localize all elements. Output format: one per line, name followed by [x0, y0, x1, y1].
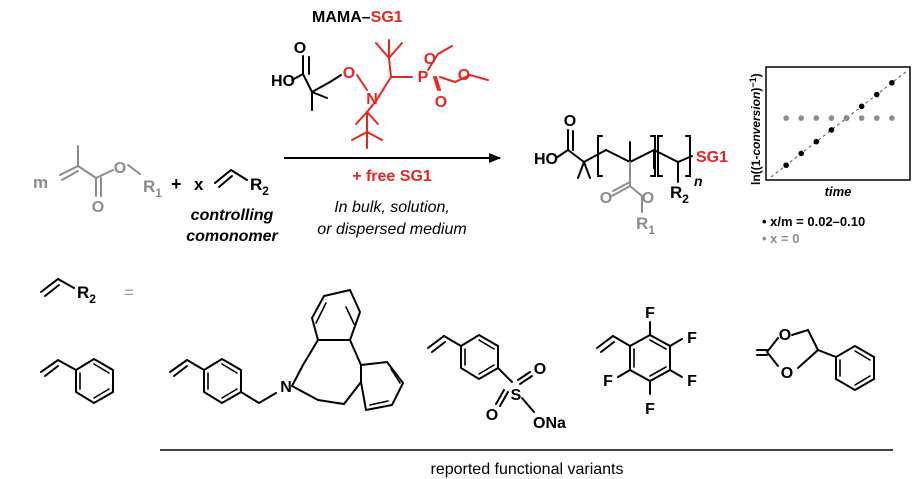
- sulfonate-s: S: [511, 387, 522, 404]
- atom-n: N: [366, 91, 378, 108]
- vinyl-r2: R: [77, 283, 89, 302]
- product-sg1: SG1: [696, 149, 728, 166]
- controlling-comonomer: x R2 controlling comonomer: [186, 168, 279, 245]
- free-sg1-label: + free SG1: [352, 168, 432, 185]
- chart-legend-1: • x/m = 0.02–0.10: [762, 214, 865, 229]
- svg-text:R1: R1: [636, 214, 655, 237]
- sulfonate-ona: ONa: [533, 415, 566, 432]
- chart-point-s0-6: [873, 91, 880, 98]
- chart-point-s1-7: [889, 115, 895, 121]
- vinyl-r2-header: R2 =: [40, 277, 134, 306]
- atom-ho: HO: [271, 73, 295, 90]
- atom-o-ester: O: [114, 160, 126, 177]
- chart-point-s0-5: [858, 103, 865, 110]
- atom-o-carbonyl: O: [92, 199, 104, 216]
- chart-point-s0-3: [828, 127, 835, 133]
- product-r2: R: [670, 183, 682, 202]
- chart-point-s1-4: [843, 115, 850, 121]
- fluorine-3: F: [687, 373, 697, 390]
- plus-sign: +: [171, 174, 182, 194]
- chart-ylabel-pre: ln((1-: [749, 156, 763, 185]
- svg-text:R1: R1: [143, 177, 162, 200]
- chart-point-s0-2: [813, 138, 820, 145]
- product-atom-o: O: [564, 113, 576, 130]
- methylene-dioxolane-structure: [756, 328, 875, 392]
- conditions-line-2: or dispersed medium: [317, 221, 466, 238]
- kinetics-chart: ln((1-conversion)−1) time • x/m = 0.02–0…: [748, 66, 911, 246]
- equals-sign: =: [124, 283, 134, 302]
- atom-o-ester1: O: [424, 51, 436, 68]
- chart-ylabel-italic: conversion: [749, 92, 763, 156]
- sodium-styrenesulfonate-structure: [427, 333, 535, 413]
- chart-points: [783, 79, 895, 169]
- product-atom-o-ester: O: [642, 190, 654, 207]
- chart-point-s1-3: [828, 115, 835, 121]
- product-copolymer: O HO O O R1 R2 n SG1: [534, 113, 728, 237]
- carbazole-n: N: [280, 379, 292, 396]
- atom-o-nitroxide: O: [343, 65, 355, 82]
- chart-point-s1-2: [813, 115, 820, 121]
- svg-text:MAMA–SG1: MAMA–SG1: [312, 9, 403, 26]
- dioxolane-o1: O: [779, 327, 791, 344]
- chart-ylabel-sup: −1: [748, 77, 758, 87]
- product-atom-o-carbonyl: O: [600, 190, 612, 207]
- atom-o-ester2: O: [458, 67, 470, 84]
- product-r1: R: [636, 214, 648, 233]
- controlling-label-1: controlling: [191, 207, 274, 224]
- chart-point-s1-1: [798, 115, 805, 121]
- product-ho: HO: [534, 151, 558, 168]
- controlling-label-2: comonomer: [186, 228, 278, 245]
- coeff-m: m: [33, 173, 48, 192]
- mama-sg1-atoms: O HO O N P O O O: [271, 40, 470, 111]
- fluorine-5: F: [603, 373, 613, 390]
- mama-sg1-structure: [291, 39, 489, 149]
- conditions-line-1: In bulk, solution,: [334, 199, 450, 216]
- fluorine-2: F: [687, 330, 697, 347]
- r1-label: R: [143, 177, 155, 196]
- chart-legend-2: • x = 0: [762, 231, 799, 246]
- chart-xlabel: time: [825, 184, 852, 199]
- r2-label: R: [250, 175, 262, 194]
- atom-p: P: [418, 69, 429, 86]
- pentafluorostyrene-structure: [596, 321, 683, 395]
- r1-subscript: 1: [155, 186, 162, 200]
- fluorine-4: F: [645, 401, 655, 418]
- chart-ylabel-close: ): [749, 73, 763, 77]
- initiator-prefix: MAMA–: [312, 9, 371, 26]
- initiator-label: MAMA–SG1: [312, 9, 403, 26]
- fluorine-1: F: [645, 305, 655, 322]
- chart-point-s0-1: [798, 150, 805, 157]
- chart-point-s0-7: [889, 79, 895, 86]
- chart-point-s1-0: [783, 115, 789, 121]
- vinylbenzyl-carbazole-structure: [169, 288, 405, 412]
- chart-point-s0-0: [783, 162, 789, 169]
- vinyl-r2-sub: 2: [89, 292, 96, 306]
- atom-o: O: [294, 40, 306, 57]
- dioxolane-o2: O: [781, 365, 793, 382]
- chart-frame: [765, 66, 911, 181]
- chart-fit-line: [770, 70, 908, 178]
- svg-text:R2: R2: [250, 175, 269, 198]
- chart-ylabel-post: ): [749, 88, 763, 92]
- variants-caption: reported functional variants: [431, 461, 624, 478]
- coeff-x: x: [194, 175, 204, 194]
- sulfonate-o2: O: [486, 407, 498, 424]
- r2-subscript: 2: [262, 184, 269, 198]
- methacrylate-monomer: m O O R1: [33, 145, 162, 216]
- svg-text:R2: R2: [77, 283, 96, 306]
- initiator-sg1: SG1: [371, 9, 403, 26]
- product-r2-sub: 2: [682, 192, 689, 206]
- chart-ylabel: ln((1-conversion)−1): [748, 73, 763, 185]
- chart-point-s1-6: [873, 115, 880, 121]
- chart-point-s1-5: [858, 115, 865, 121]
- svg-text:R2: R2: [670, 183, 689, 206]
- product-r1-sub: 1: [648, 223, 655, 237]
- atom-o-phosphoryl: O: [435, 94, 447, 111]
- styrene-structure: [40, 357, 114, 405]
- product-n: n: [694, 173, 703, 189]
- sulfonate-o1: O: [534, 361, 546, 378]
